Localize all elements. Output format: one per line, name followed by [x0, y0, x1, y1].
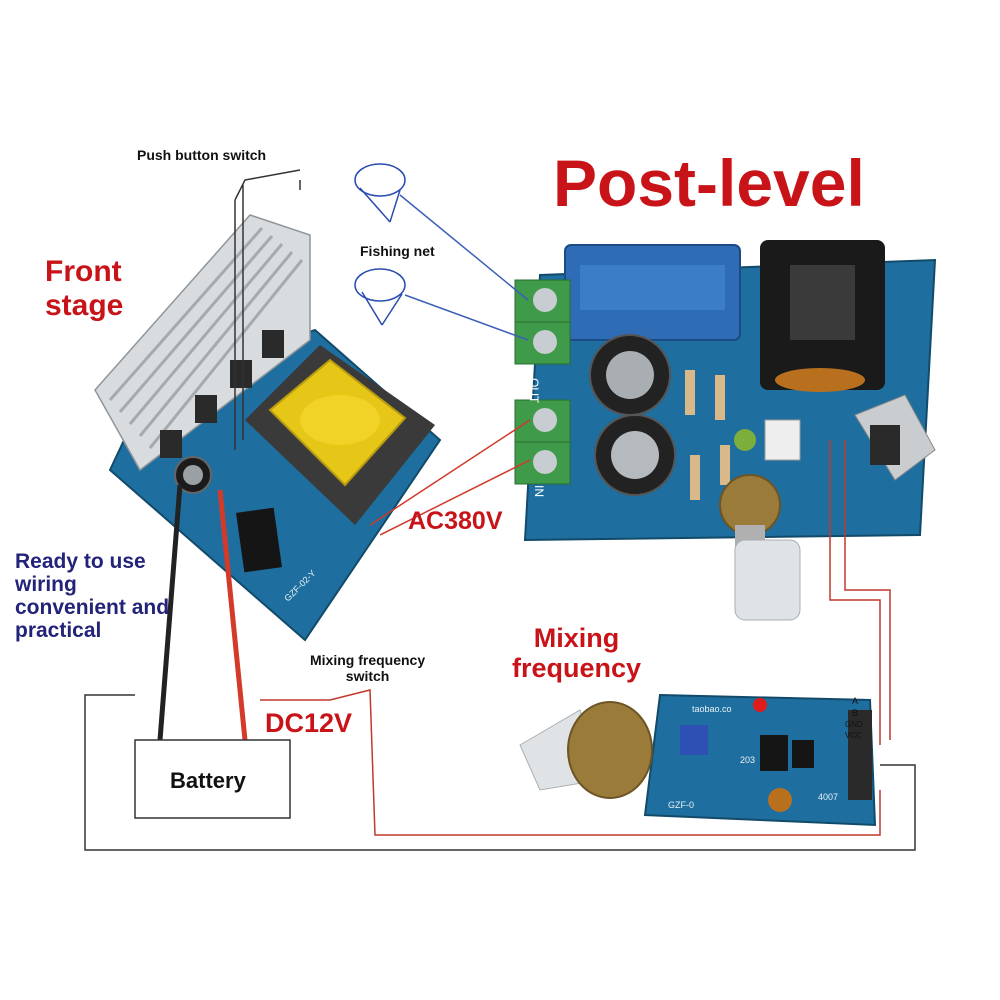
mixing-frequency-label: Mixing frequency: [512, 623, 642, 683]
mixing-frequency-switch-label: Mixing frequency switch: [310, 652, 426, 684]
mix-board-site: taobao.co: [692, 704, 732, 714]
fishing-net-label: Fishing net: [360, 243, 435, 259]
push-button-switch-symbol: [234, 169, 301, 450]
post-level-board: OUT IN: [514, 240, 937, 621]
dc12v-label: DC12V: [265, 708, 353, 738]
dc12v-positive-wire: [217, 489, 248, 741]
ready-to-use-label: Ready to use wiring convenient and pract…: [15, 550, 170, 642]
front-stage-board: GZF-02-Y: [94, 214, 442, 642]
in-marking: IN: [532, 485, 546, 497]
mixer-wire-2: [844, 440, 891, 740]
out-marking: OUT: [527, 378, 541, 404]
push-button-switch-label: Push button switch: [137, 147, 267, 163]
input-terminals: [514, 399, 571, 485]
front-transformer: [245, 345, 435, 525]
ac380v-label: AC380V: [408, 507, 503, 535]
pin-label-gnd: GND: [845, 720, 863, 729]
mixing-switch-wire: [260, 689, 881, 836]
output-terminals: [514, 279, 571, 365]
front-stage-label: Front stage: [45, 255, 124, 322]
ground-loop-wire: [84, 694, 916, 851]
heatsink: [94, 214, 311, 472]
mix-board-id: GZF-0: [668, 800, 694, 810]
ac380v-wire-top: [369, 419, 531, 526]
mix-chip-marking: 4007: [818, 792, 838, 802]
fishing-net-wire-top: [399, 194, 529, 301]
battery-label: Battery: [170, 768, 246, 793]
dc12v-negative-wire: [157, 484, 183, 741]
pin-label-b: B: [852, 708, 858, 718]
post-level-title: Post-level: [553, 146, 865, 220]
fishing-net-wire-bottom: [404, 294, 529, 341]
pin-label-a: A: [852, 696, 858, 706]
mixer-wire-1: [829, 440, 881, 745]
mix-pot-marking: 203: [740, 755, 755, 765]
pin-label-vcc: VCC: [845, 731, 862, 740]
mixing-frequency-board: taobao.co GZF-0 4007 203 A B GND VCC: [519, 693, 877, 827]
battery-box: [134, 739, 291, 819]
fishing-net-symbol-top: [354, 163, 406, 223]
ac380v-wire-bottom: [379, 459, 531, 536]
fishing-net-symbol-bottom: [354, 268, 406, 326]
